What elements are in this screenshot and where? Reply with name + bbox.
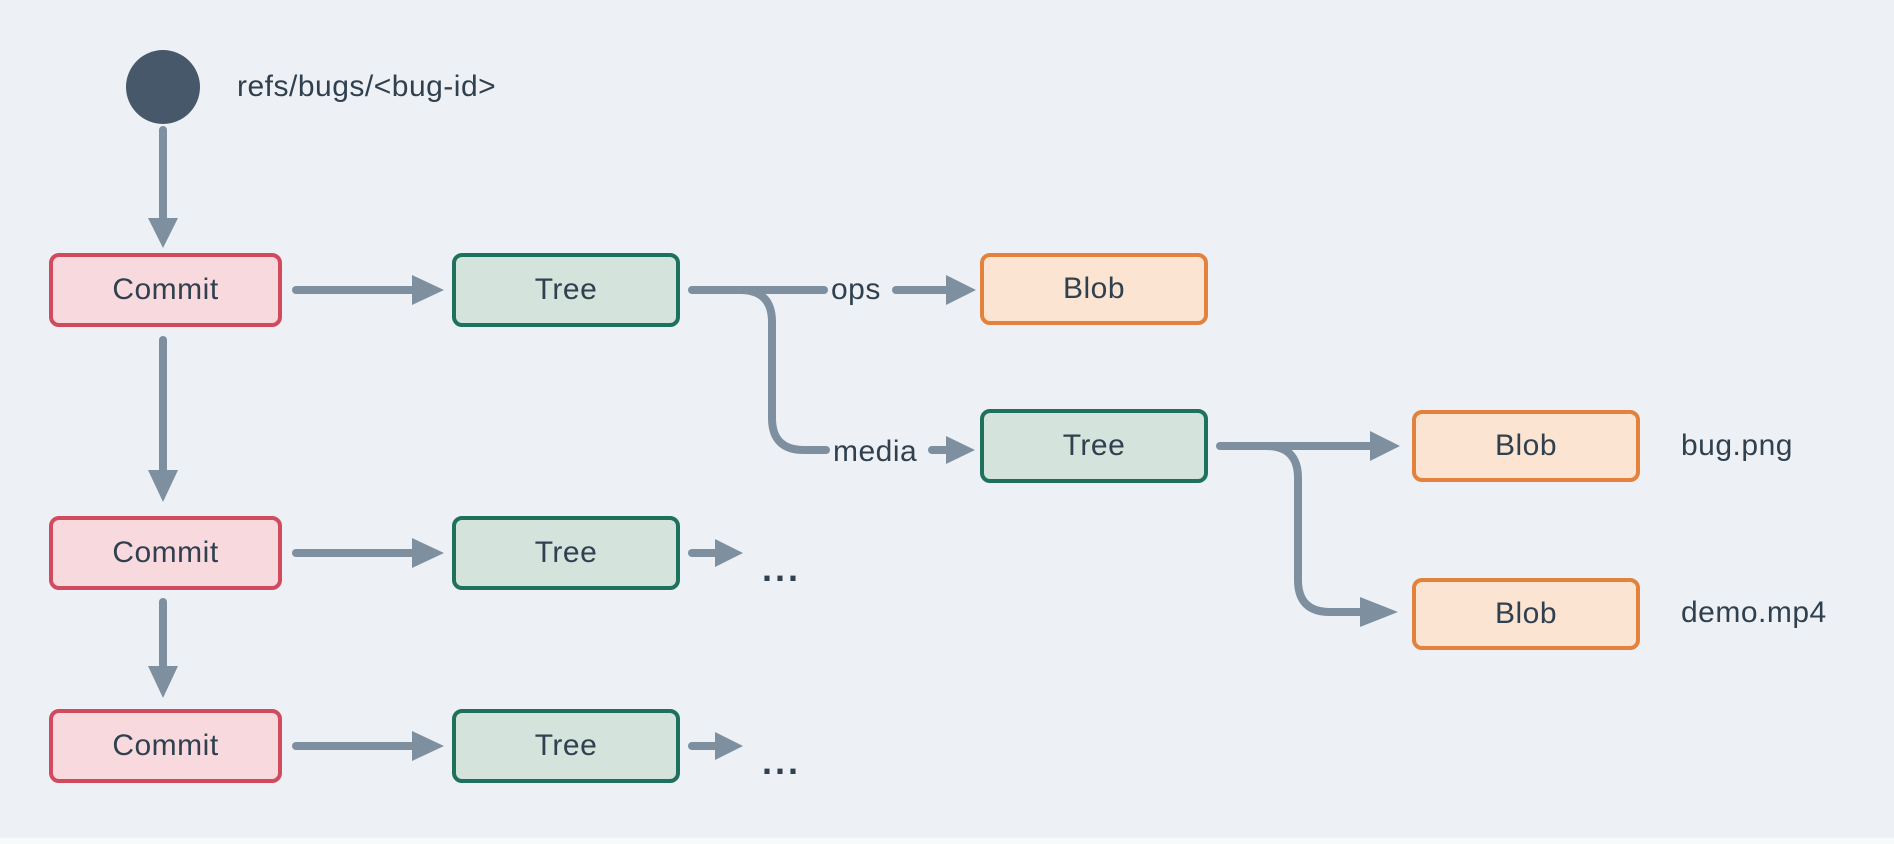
bottom-edge-strip — [0, 838, 1894, 844]
commit-node-1: Commit — [49, 253, 282, 327]
tree-node-root-2: Tree — [452, 516, 680, 590]
blob-node-ops-label: Blob — [1062, 272, 1126, 305]
blob-node-bug: Blob — [1412, 410, 1640, 482]
arrowhead-tree3-to-ellipsis — [715, 732, 743, 760]
file-label-demo-mp4: demo.mp4 — [1681, 596, 1827, 629]
commit-node-3: Commit — [49, 709, 282, 783]
commit-node-1-label: Commit — [112, 273, 219, 306]
commit-node-2-label: Commit — [112, 536, 219, 569]
arrowhead-commit1-to-tree1 — [412, 275, 444, 305]
arrowhead-tree2-to-ellipsis — [715, 539, 743, 567]
arrowhead-mediatree-to-blob-demo — [1360, 597, 1398, 627]
tree-node-root-1-label: Tree — [534, 273, 598, 306]
arrowhead-commit3-to-tree3 — [412, 731, 444, 761]
ref-node-circle — [126, 50, 200, 124]
blob-node-demo: Blob — [1412, 578, 1640, 650]
arrowhead-ref-to-commit1 — [148, 218, 178, 248]
ellipsis-row2: ... — [762, 548, 802, 589]
tree-node-root-3-label: Tree — [534, 729, 598, 762]
tree-node-media: Tree — [980, 409, 1208, 483]
arrowhead-commit2-to-commit3 — [148, 666, 178, 698]
ref-label: refs/bugs/<bug-id> — [237, 70, 497, 103]
commit-node-2: Commit — [49, 516, 282, 590]
tree-node-media-label: Tree — [1062, 429, 1126, 462]
tree-node-root-3: Tree — [452, 709, 680, 783]
ellipsis-row3: ... — [762, 741, 802, 782]
blob-node-ops: Blob — [980, 253, 1208, 325]
tree-node-root-2-label: Tree — [534, 536, 598, 569]
blob-node-demo-label: Blob — [1494, 597, 1558, 630]
edge-label-media: media — [833, 435, 918, 468]
edge-label-ops: ops — [831, 273, 881, 306]
arrowhead-mediatree-to-blob-bug — [1370, 431, 1400, 461]
blob-node-bug-label: Blob — [1494, 429, 1558, 462]
arrowhead-commit1-to-commit2 — [148, 470, 178, 502]
edge-tree1-branch-to-media-label — [736, 286, 830, 454]
edge-mediatree-branch-to-blob-demo — [1262, 442, 1364, 616]
tree-node-root-1: Tree — [452, 253, 680, 327]
commit-node-3-label: Commit — [112, 729, 219, 762]
arrowhead-commit2-to-tree2 — [412, 538, 444, 568]
arrowhead-ops-to-blob — [946, 275, 976, 305]
arrowhead-media-to-tree — [946, 436, 975, 464]
file-label-bug-png: bug.png — [1681, 429, 1793, 462]
